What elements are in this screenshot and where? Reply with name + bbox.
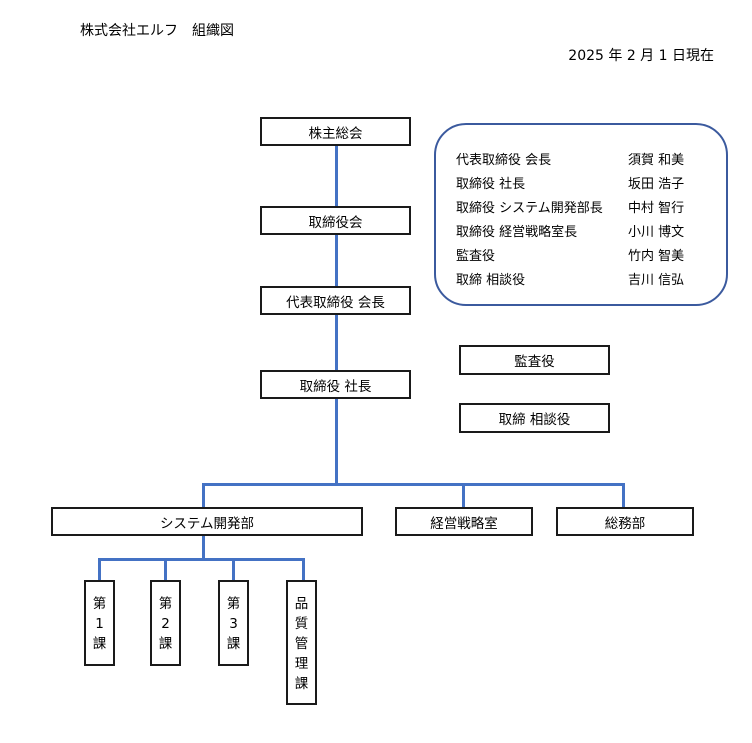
connector-main-trunk (335, 145, 338, 485)
section-2-char: 第 (158, 596, 173, 612)
officer-role: 取締役 システム開発部長 (456, 201, 603, 216)
officer-role: 監査役 (456, 249, 496, 264)
node-auditor: 監査役 (459, 345, 610, 375)
section-3-char: 第 (226, 596, 241, 612)
connector-to-strategy-office (462, 483, 465, 508)
section-1-char: 課 (92, 636, 107, 652)
connector-to-quality (302, 558, 305, 580)
officer-row: 取締 相談役 吉川 信弘 (456, 269, 716, 289)
section-1-char: 1 (95, 616, 104, 632)
officer-row: 監査役 竹内 智美 (456, 245, 716, 265)
connector-to-system-dept (202, 483, 205, 508)
section-2-char: 2 (161, 616, 170, 632)
connector-to-section2 (164, 558, 167, 580)
node-chairman: 代表取締役 会長 (260, 286, 411, 315)
quality-char: 理 (294, 656, 309, 672)
section-3-char: 課 (226, 636, 241, 652)
officer-row: 取締役 システム開発部長 中村 智行 (456, 197, 716, 217)
node-quality-control: 品 質 管 理 課 (286, 580, 317, 705)
officer-name: 吉川 信弘 (628, 273, 685, 288)
node-general-affairs: 総務部 (556, 507, 694, 536)
officer-row: 取締役 経営戦略室長 小川 博文 (456, 221, 716, 241)
section-2-char: 課 (158, 636, 173, 652)
page-title: 株式会社エルフ 組織図 (80, 23, 234, 39)
officer-row: 代表取締役 会長 須賀 和美 (456, 149, 716, 169)
section-3-char: 3 (229, 616, 238, 632)
quality-char: 管 (294, 636, 309, 652)
node-section-2: 第 2 課 (150, 580, 181, 666)
quality-char: 品 (294, 596, 309, 612)
connector-to-general-affairs (622, 483, 625, 508)
officer-role: 取締 相談役 (456, 273, 526, 288)
node-section-1: 第 1 課 (84, 580, 115, 666)
connector-section-bus (98, 558, 305, 561)
officer-name: 小川 博文 (628, 225, 685, 240)
quality-char: 課 (294, 676, 309, 692)
connector-to-section3 (232, 558, 235, 580)
connector-system-dept-down (202, 535, 205, 560)
quality-char: 質 (294, 616, 309, 632)
node-shareholders-meeting: 株主総会 (260, 117, 411, 146)
node-president: 取締役 社長 (260, 370, 411, 399)
connector-dept-bus (202, 483, 625, 486)
section-1-char: 第 (92, 596, 107, 612)
node-system-dept: システム開発部 (51, 507, 363, 536)
node-section-3: 第 3 課 (218, 580, 249, 666)
officer-role: 取締役 社長 (456, 177, 526, 192)
officers-list: 代表取締役 会長 須賀 和美 取締役 社長 坂田 浩子 取締役 システム開発部長… (434, 123, 728, 306)
node-advisor: 取締 相談役 (459, 403, 610, 433)
as-of-date: 2025 年 2 月 1 日現在 (568, 48, 714, 64)
node-board-of-directors: 取締役会 (260, 206, 411, 235)
officer-role: 代表取締役 会長 (456, 153, 552, 168)
node-strategy-office: 経営戦略室 (395, 507, 533, 536)
officer-name: 須賀 和美 (628, 153, 685, 168)
officer-name: 竹内 智美 (628, 249, 685, 264)
officer-role: 取締役 経営戦略室長 (456, 225, 578, 240)
officer-name: 中村 智行 (628, 201, 685, 216)
officer-row: 取締役 社長 坂田 浩子 (456, 173, 716, 193)
officer-name: 坂田 浩子 (628, 177, 685, 192)
connector-to-section1 (98, 558, 101, 580)
